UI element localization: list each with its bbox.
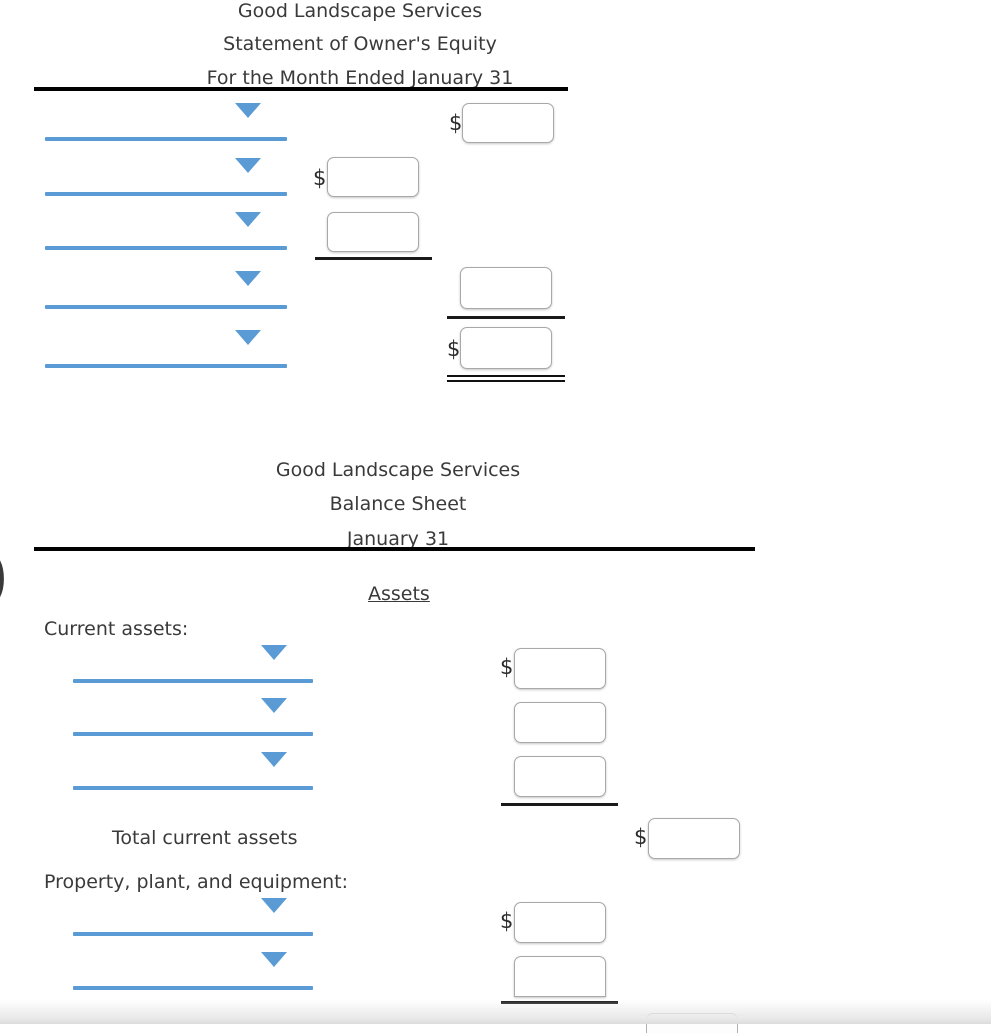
equity-grand-total-double-rule <box>447 375 565 382</box>
chevron-down-icon <box>235 212 261 227</box>
equity-row-1-dollar-sign: $ <box>449 111 463 135</box>
ppe-row-1-dollar-sign: $ <box>500 909 514 933</box>
dropdown-underline <box>73 679 313 683</box>
current-assets-label: Current assets: <box>44 618 189 640</box>
current-asset-row-1-dropdown[interactable] <box>73 645 313 683</box>
dropdown-underline <box>45 137 287 141</box>
chevron-down-icon <box>235 271 261 286</box>
property-plant-equipment-label: Property, plant, and equipment: <box>44 871 349 893</box>
balance-sheet-title: Balance Sheet <box>329 493 467 515</box>
chevron-down-icon <box>261 752 287 767</box>
chevron-down-icon <box>235 158 261 173</box>
current-asset-row-3-amount-input[interactable] <box>514 756 606 797</box>
equity-right-column-subtotal-rule <box>447 316 565 319</box>
balance-sheet-period: January 31 <box>346 528 450 550</box>
assets-section-heading: Assets <box>368 583 430 605</box>
equity-row-1-dropdown[interactable] <box>45 103 287 141</box>
current-asset-row-1-dollar-sign: $ <box>500 655 514 679</box>
equity-middle-column-subtotal-rule <box>315 257 432 260</box>
chevron-down-icon <box>261 645 287 660</box>
chevron-down-icon <box>261 698 287 713</box>
chevron-down-icon <box>235 103 261 118</box>
total-current-assets-dollar-sign: $ <box>634 825 648 849</box>
current-asset-row-1-amount-input[interactable] <box>514 648 606 689</box>
equity-row-2-amount-input[interactable] <box>327 157 419 197</box>
equity-statement-period: For the Month Ended January 31 <box>206 67 514 89</box>
dropdown-underline <box>45 364 287 368</box>
equity-row-5-amount-input[interactable] <box>460 327 552 369</box>
left-edge-partial-glyph: ) <box>0 545 9 609</box>
chevron-down-icon <box>235 330 261 345</box>
dropdown-underline <box>73 732 313 736</box>
equity-row-2-dollar-sign: $ <box>313 166 327 190</box>
balance-header-rule <box>34 547 755 551</box>
ppe-row-2-amount-input[interactable] <box>514 956 606 997</box>
total-current-assets-amount-input[interactable] <box>648 818 740 859</box>
dropdown-underline <box>45 192 287 196</box>
current-asset-row-3-dropdown[interactable] <box>73 752 313 790</box>
ppe-row-1-dropdown[interactable] <box>73 898 313 936</box>
chevron-down-icon <box>261 952 287 967</box>
equity-row-5-dollar-sign: $ <box>447 337 461 361</box>
ppe-row-1-amount-input[interactable] <box>514 902 606 943</box>
equity-row-1-amount-input[interactable] <box>462 103 554 143</box>
total-current-assets-label: Total current assets <box>112 827 298 849</box>
page-bottom-fade <box>0 1000 991 1024</box>
equity-row-3-amount-input[interactable] <box>327 212 419 252</box>
dropdown-underline <box>73 932 313 936</box>
equity-row-4-amount-input[interactable] <box>460 267 552 309</box>
dropdown-underline <box>45 305 287 309</box>
current-asset-row-2-dropdown[interactable] <box>73 698 313 736</box>
dropdown-underline <box>73 986 313 990</box>
equity-header-rule <box>34 87 568 91</box>
ppe-row-2-dropdown[interactable] <box>73 952 313 990</box>
equity-row-3-dropdown[interactable] <box>45 212 287 250</box>
equity-statement-title: Statement of Owner's Equity <box>223 33 497 55</box>
balance-company-name: Good Landscape Services <box>275 459 521 481</box>
chevron-down-icon <box>261 898 287 913</box>
equity-row-4-dropdown[interactable] <box>45 271 287 309</box>
dropdown-underline <box>73 786 313 790</box>
equity-row-5-dropdown[interactable] <box>45 330 287 368</box>
equity-row-2-dropdown[interactable] <box>45 158 287 196</box>
dropdown-underline <box>45 246 287 250</box>
equity-company-name: Good Landscape Services <box>237 0 483 22</box>
current-assets-subtotal-rule <box>501 803 618 806</box>
current-asset-row-2-amount-input[interactable] <box>514 702 606 743</box>
